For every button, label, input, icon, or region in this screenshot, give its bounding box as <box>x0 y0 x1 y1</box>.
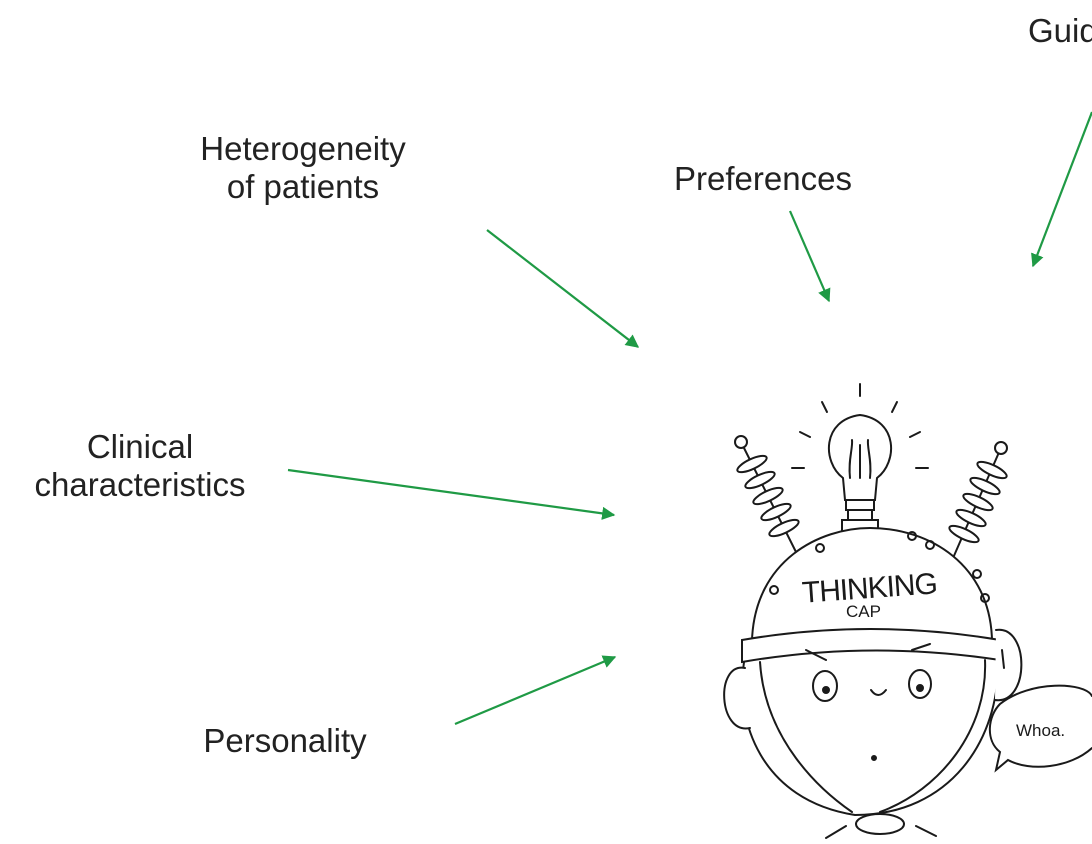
head-outline <box>741 659 1000 817</box>
speech-bubble <box>988 684 1092 773</box>
arrow-guidelines <box>1031 111 1092 268</box>
left-ear <box>723 666 751 730</box>
label-clinical-line2: characteristics <box>34 465 246 503</box>
helmet-dome <box>750 526 994 641</box>
nose <box>870 689 887 696</box>
light-bulb-icon <box>827 413 893 533</box>
speech-bubble-text: Whoa. <box>1016 721 1065 740</box>
label-personality: Personality <box>203 722 367 759</box>
cartoon-text: THINKING CAP Whoa. <box>801 567 1065 740</box>
helmet-brim <box>741 628 1001 664</box>
helmet-knobs <box>769 531 990 603</box>
label-preferences: Preferences <box>674 160 852 197</box>
light-rays <box>791 383 929 469</box>
label-heterogeneity-of-patients: Heterogeneity of patients <box>178 130 428 206</box>
arrow-heterogeneity <box>486 229 640 348</box>
label-clinical-line1: Clinical <box>86 428 194 465</box>
arrow-clinical <box>287 468 616 520</box>
arrows <box>287 111 1092 726</box>
thinking-cap-cartoon-illustration <box>723 383 1092 839</box>
label-guidelines-partial: Guid <box>1028 12 1092 49</box>
label-heterogeneity-line2: of patients <box>226 167 380 205</box>
cap-text-cap: CAP <box>846 602 881 621</box>
right-antenna-icon <box>948 441 1008 566</box>
eyes <box>805 643 932 702</box>
mouth <box>871 755 877 761</box>
label-clinical-characteristics: Clinical characteristics <box>0 428 280 504</box>
chin-strap-right <box>879 659 987 813</box>
strap-buckle <box>855 813 905 835</box>
left-antenna-icon <box>734 435 801 561</box>
arrow-personality <box>454 655 617 726</box>
label-heterogeneity-line1: Heterogeneity <box>200 130 406 167</box>
right-ear <box>994 628 1023 702</box>
arrow-preferences <box>788 210 831 303</box>
chin-strap-left <box>759 661 853 813</box>
